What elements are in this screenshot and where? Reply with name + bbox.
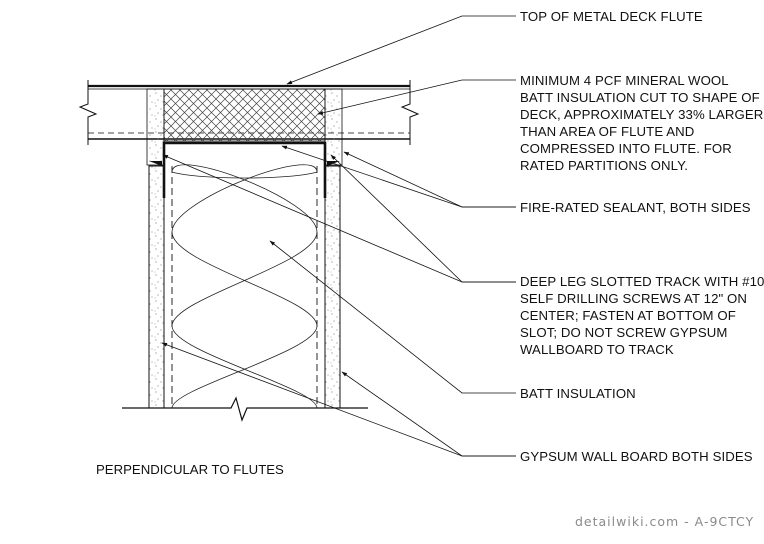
callout-line: GYPSUM WALL BOARD BOTH SIDES	[520, 449, 753, 464]
deck-side-gypsum-right	[324, 88, 343, 166]
drawing-caption: PERPENDICULAR TO FLUTES	[96, 462, 284, 477]
callout-line: DEEP LEG SLOTTED TRACK WITH #10	[520, 274, 764, 289]
gypsum-board-left	[148, 165, 165, 409]
callout-line: BATT INSULATION	[520, 386, 636, 401]
callout-line: SELF DRILLING SCREWS AT 12" ON	[520, 291, 748, 306]
sealant-left	[149, 161, 162, 166]
mineral-wool-fill	[163, 88, 326, 142]
callout-line: COMPRESSED INTO FLUTE. FOR	[520, 141, 732, 156]
leader-lines	[161, 15, 516, 457]
callout-line: MINIMUM 4 PCF MINERAL WOOL	[520, 73, 729, 88]
callout-line: RATED PARTITIONS ONLY.	[520, 158, 689, 173]
callout-fire-rated-sealant: FIRE-RATED SEALANT, BOTH SIDES	[520, 199, 751, 216]
callout-deep-leg-slotted-track: DEEP LEG SLOTTED TRACK WITH #10 SELF DRI…	[520, 273, 764, 358]
callout-line: THAN AREA OF FLUTE AND	[520, 124, 695, 139]
callout-line: TOP OF METAL DECK FLUTE	[520, 9, 703, 24]
callout-gypsum-wall-board: GYPSUM WALL BOARD BOTH SIDES	[520, 448, 753, 465]
callout-line: DECK, APPROXIMATELY 33% LARGER	[520, 107, 764, 122]
watermark: detailwiki.com - A-9CTCY	[575, 514, 755, 529]
floor-line	[122, 396, 368, 422]
gypsum-board-right	[324, 165, 341, 409]
callout-line: BATT INSULATION CUT TO SHAPE OF	[520, 90, 760, 105]
callout-batt-insulation: BATT INSULATION	[520, 385, 636, 402]
callout-line: SLOT; DO NOT SCREW GYPSUM	[520, 325, 728, 340]
callout-top-of-metal-deck-flute: TOP OF METAL DECK FLUTE	[520, 8, 703, 25]
batt-insulation-loops	[171, 164, 318, 409]
callout-mineral-wool-batt: MINIMUM 4 PCF MINERAL WOOL BATT INSULATI…	[520, 72, 763, 174]
callout-line: WALLBOARD TO TRACK	[520, 342, 674, 357]
deck-side-gypsum-left	[146, 88, 165, 166]
callout-line: FIRE-RATED SEALANT, BOTH SIDES	[520, 200, 751, 215]
callout-line: CENTER; FASTEN AT BOTTOM OF	[520, 308, 736, 323]
